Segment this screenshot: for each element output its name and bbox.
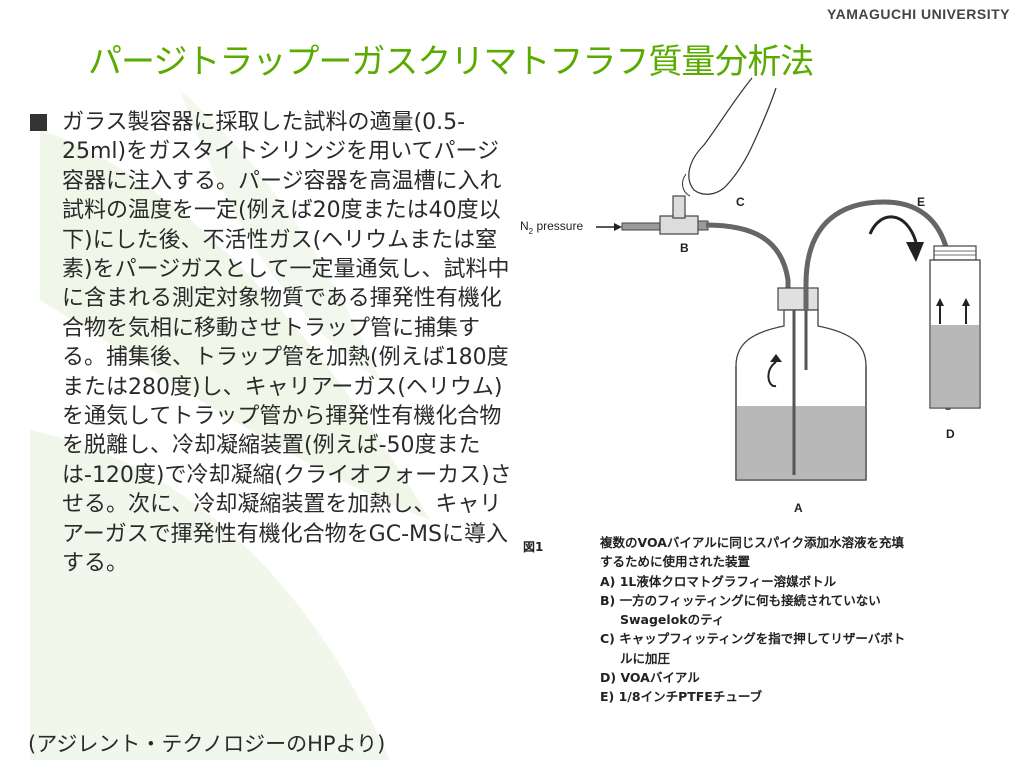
n2-pressure-label: N2 pressure — [520, 219, 583, 236]
ptfe-tube-e — [803, 199, 951, 410]
main-body: ガラス製容器に採取した試料の適量(0.5-25ml)をガスタイトシリンジを用いて… — [30, 108, 516, 723]
figure-caption: 複数のVOAバイアルに同じスパイク添加水溶液を充填 するために使用された装置 A… — [600, 533, 1010, 707]
caption-item-c-cont: ルに加圧 — [620, 650, 671, 666]
apparatus-diagram: N2 pressure B C E D A — [520, 77, 981, 515]
voa-vial-d — [929, 245, 981, 409]
figure-number: 図1 — [523, 540, 544, 554]
n2-symbol: N — [520, 219, 529, 233]
body-paragraph: ガラス製容器に採取した試料の適量(0.5-25ml)をガスタイトシリンジを用いて… — [62, 110, 512, 577]
label-b: B — [680, 241, 689, 255]
label-c: C — [736, 195, 745, 209]
tee-fitting-b — [659, 215, 699, 235]
caption-item-e: E) 1/8インチPTFEチューブ — [600, 689, 763, 705]
caption-line: 複数のVOAバイアルに同じスパイク添加水溶液を充填 — [600, 535, 905, 550]
caption-item-c: C) キャップフィッティングを指で押してリザーバボト — [600, 631, 906, 647]
label-d: D — [946, 427, 955, 441]
university-logo-text: YAMAGUCHI UNIVERSITY — [827, 6, 1010, 22]
caption-item-d: D) VOAバイアル — [600, 670, 700, 686]
solvent-bottle-a — [735, 287, 867, 481]
finger-illustration — [688, 77, 777, 195]
caption-line: するために使用された装置 — [600, 554, 751, 570]
page-title: パージトラップーガスクリマトフラフ質量分析法 — [88, 42, 814, 82]
label-e: E — [917, 195, 925, 209]
ptfe-tube-c — [705, 222, 791, 298]
n2-pressure-word: pressure — [533, 219, 583, 233]
square-bullet-icon — [30, 114, 47, 131]
n2-subscript: 2 — [529, 227, 534, 236]
caption-item-b-cont: Swagelokのティ — [620, 612, 725, 628]
label-a: A — [794, 501, 803, 515]
caption-item-b: B) 一方のフィッティングに何も接続されていない — [600, 592, 881, 608]
caption-item-a: A) 1L液体クロマトグラフィー溶媒ボトル — [600, 573, 837, 589]
source-note: (アジレント・テクノロジーのHPより) — [28, 732, 386, 756]
